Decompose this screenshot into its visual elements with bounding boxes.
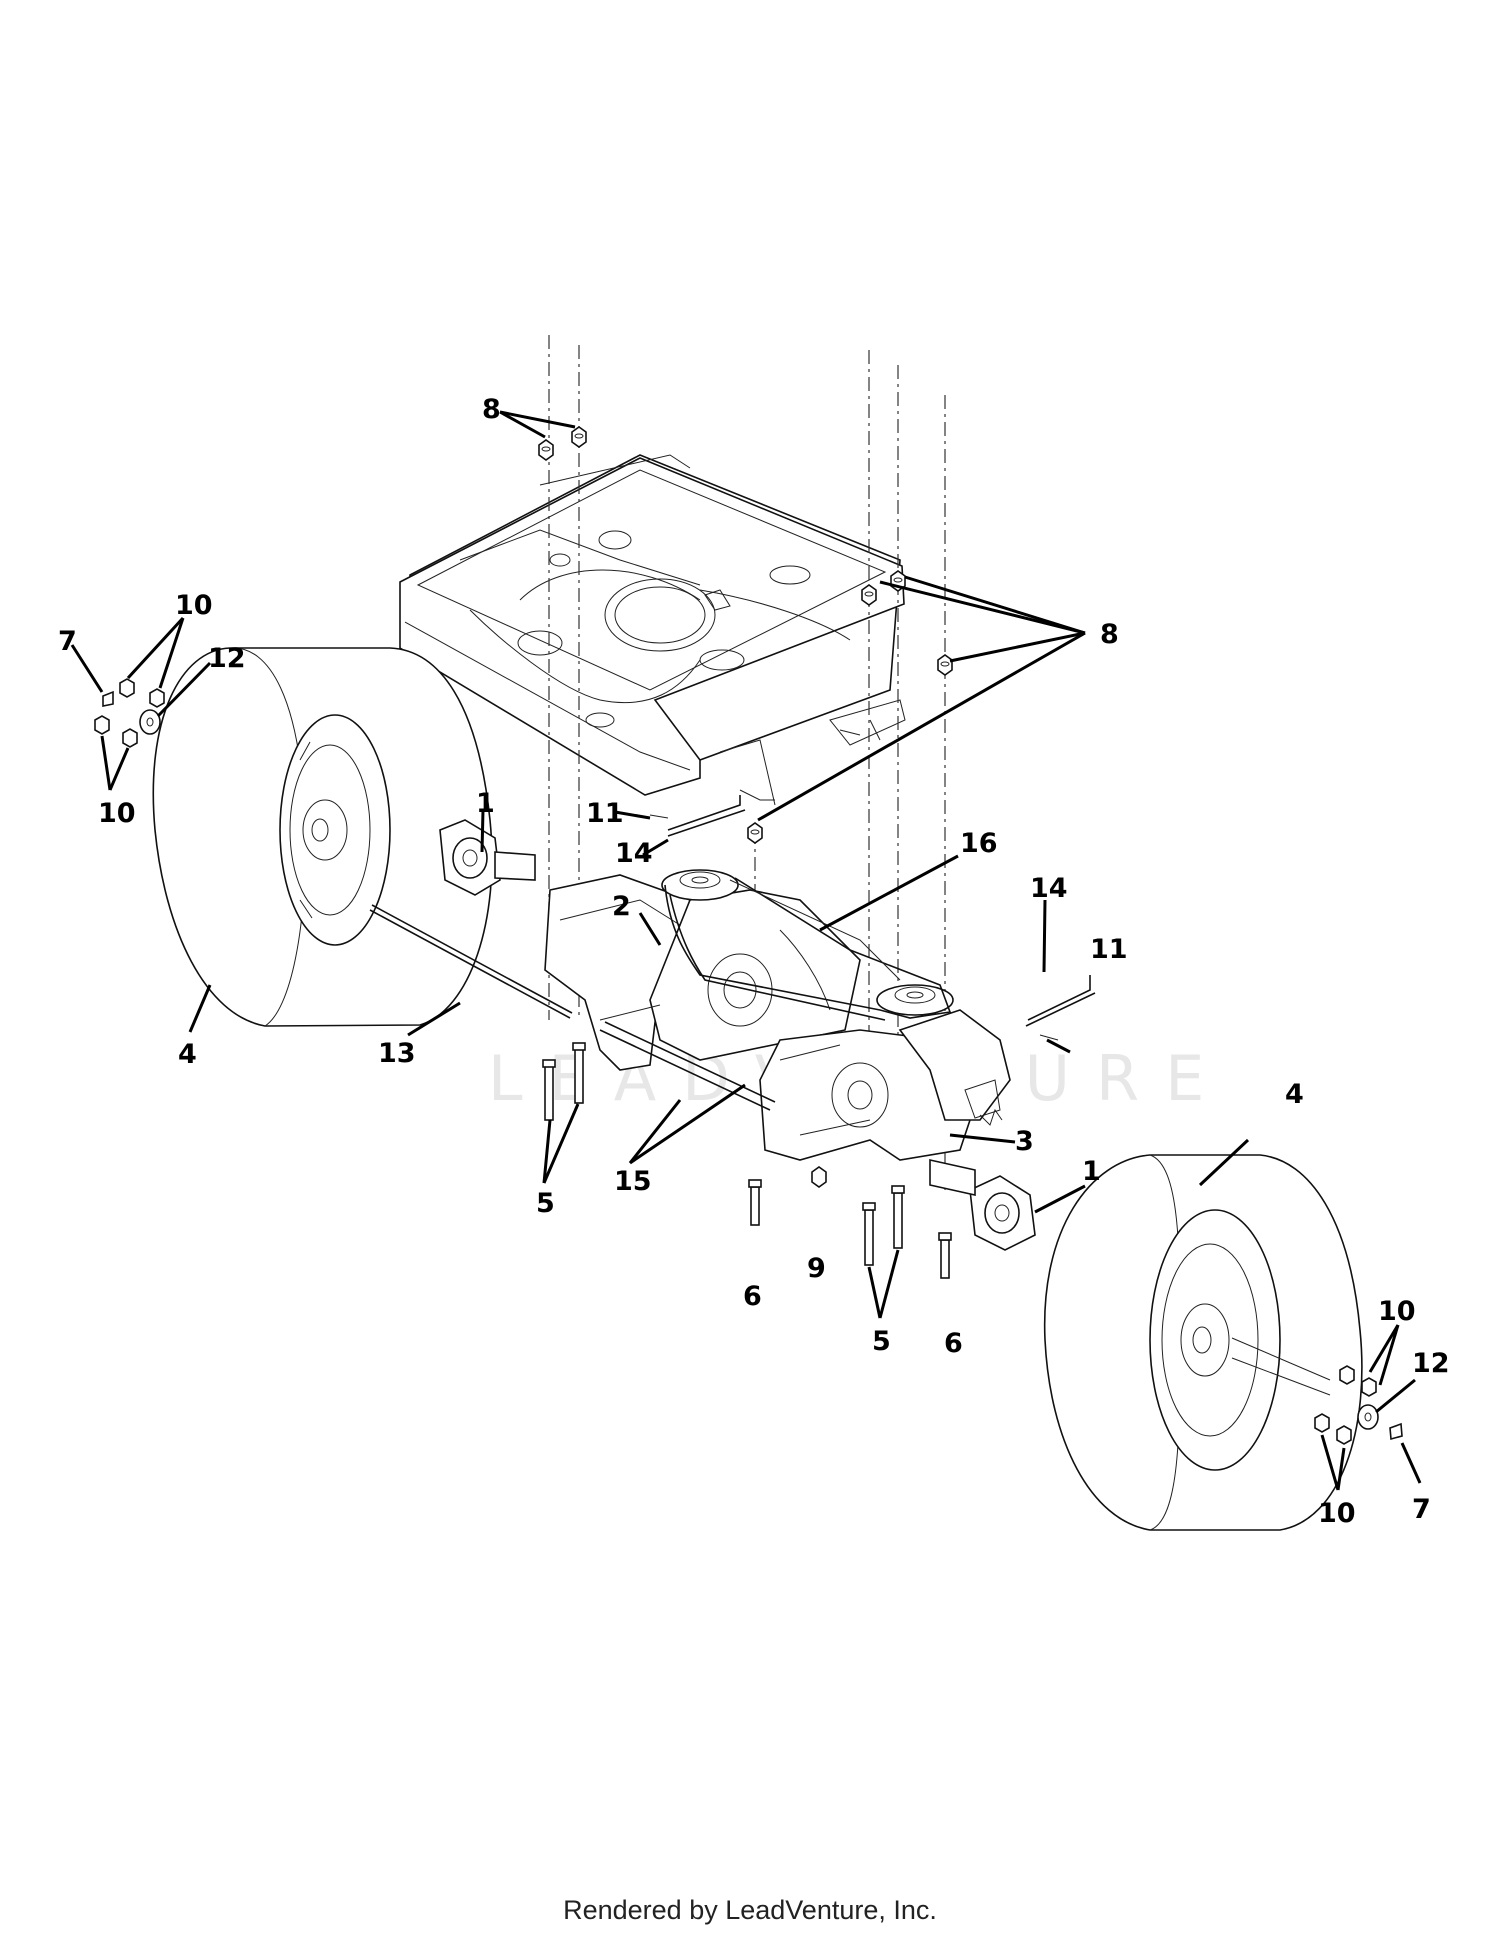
callout-14: 14 [1030,873,1068,904]
bolt-icon [938,1232,952,1279]
callout-2: 2 [612,891,631,922]
callout-1: 1 [476,788,495,819]
lug-nut-icon [1336,1425,1352,1445]
bolts [542,1042,952,1279]
callout-4: 4 [1285,1079,1304,1110]
callout-12: 12 [208,643,246,674]
rod-14-right [1025,975,1096,1027]
hex-nut-icon [811,1166,827,1188]
left-wheel [152,647,493,1027]
right-hub [929,1159,1036,1251]
bolt-icon [102,690,114,707]
callout-8: 8 [1100,619,1119,650]
rod-13 [369,904,573,1019]
hex-nut-icon [937,654,953,676]
rod-14-left [667,795,746,837]
callout-10: 10 [1318,1498,1356,1529]
footer-credit: Rendered by LeadVenture, Inc. [563,1895,937,1925]
right-wheel-hardware [1314,1365,1403,1445]
left-transaxle [544,874,861,1071]
callout-10: 10 [175,590,213,621]
left-hub [439,819,536,896]
callout-5: 5 [536,1188,555,1219]
lug-nut-icon [94,715,110,735]
bolt-icon [1389,1422,1403,1441]
lug-nut-icon [119,678,135,698]
callout-4: 4 [178,1039,197,1070]
bolt-icon [891,1185,905,1249]
callout-10: 10 [98,798,136,829]
callout-7: 7 [1412,1494,1431,1525]
hex-nut-icon [861,584,877,606]
callout-3: 3 [1015,1126,1034,1157]
callout-6: 6 [944,1328,963,1359]
bolt-icon [862,1202,876,1266]
callout-6: 6 [743,1281,762,1312]
bolt-icon [748,1179,762,1226]
callout-12: 12 [1412,1348,1450,1379]
lug-nut-icon [1361,1377,1377,1397]
pulleys-belt [661,869,954,1021]
lug-nut-icon [1339,1365,1355,1385]
callout-5: 5 [872,1326,891,1357]
rod-15 [599,1021,776,1111]
right-wheel [1043,1154,1363,1531]
hub-cap-icon [1357,1404,1379,1430]
frame-deck [399,454,906,806]
bolt-icon [542,1059,556,1121]
bolt-icon [572,1042,586,1104]
hex-nut-8-group [538,426,953,844]
left-wheel-hardware [94,678,165,748]
callout-11: 11 [586,798,624,829]
callout-10: 10 [1378,1296,1416,1327]
hex-nut-icon [571,426,587,448]
hub-cap-icon [139,709,161,735]
lug-nut-icon [122,728,138,748]
callout-16: 16 [960,828,998,859]
cotter-pins [649,814,1059,1041]
callout-labels: 8 8 10 7 12 10 1 11 14 16 2 14 11 4 13 4… [58,394,1450,1529]
lug-nut-icon [149,688,165,708]
callout-1: 1 [1082,1156,1101,1187]
callout-15: 15 [614,1166,652,1197]
callout-11: 11 [1090,934,1128,965]
callout-13: 13 [378,1038,416,1069]
callout-8: 8 [482,394,501,425]
hex-nut-icon [538,439,554,461]
callout-9: 9 [807,1253,826,1284]
leader-lines [70,410,1422,1491]
callout-7: 7 [58,626,77,657]
hex-nut-icon [747,822,763,844]
lug-nut-icon [1314,1413,1330,1433]
callout-14: 14 [615,838,653,869]
right-transaxle [759,1009,1011,1161]
